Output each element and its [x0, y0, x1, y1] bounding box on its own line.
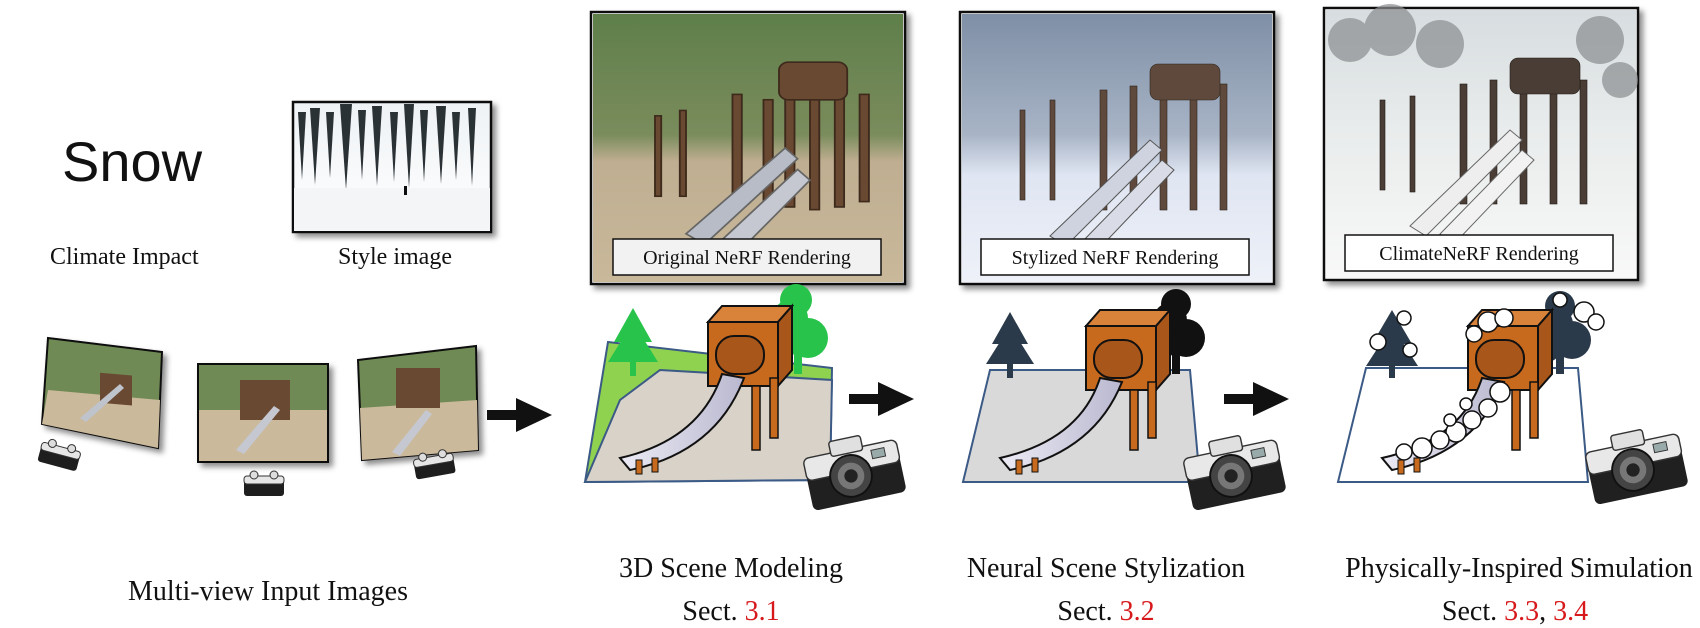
- stage-title-stylization: Neural Scene Stylization: [967, 553, 1245, 584]
- weather-word: Snow: [62, 130, 203, 193]
- stylized-rendering-panel: [958, 10, 1276, 286]
- tree-icon: [986, 312, 1034, 378]
- stage-title-modeling: 3D Scene Modeling: [619, 553, 843, 584]
- style-image: [291, 100, 493, 234]
- slide-icon: [998, 307, 1173, 475]
- stylized-rendering-caption-box: [980, 238, 1250, 276]
- climatenerf-rendering-caption: ClimateNeRF Rendering: [1379, 243, 1578, 265]
- stage-sect-simulation: Sect. 3.3, 3.4: [1442, 596, 1588, 627]
- climate-impact-label: Climate Impact: [50, 244, 199, 270]
- climatenerf-rendering-panel: [1322, 4, 1640, 282]
- slide-icon: [618, 303, 795, 475]
- tree-icon: [1366, 310, 1418, 378]
- input-view-2: [197, 363, 329, 497]
- scene-model-illustration: [583, 284, 908, 512]
- arrow-right-icon: [849, 382, 914, 416]
- input-view-1: [36, 336, 164, 472]
- camera-icon: [243, 470, 285, 497]
- simulation-illustration: [1336, 291, 1690, 506]
- climatenerf-rendering-caption-box: [1344, 234, 1614, 272]
- original-rendering-caption: Original NeRF Rendering: [643, 247, 851, 269]
- snow-clumps: [1395, 308, 1514, 461]
- style-image-label: Style image: [338, 244, 452, 270]
- stage-title-simulation: Physically-Inspired Simulation: [1345, 553, 1693, 584]
- tree-icon: [608, 308, 658, 376]
- arrow-right-icon: [1224, 382, 1289, 416]
- camera-icon: [36, 436, 83, 472]
- input-view-3: [356, 344, 480, 481]
- stage-sect-stylization: Sect. 3.2: [1057, 596, 1154, 627]
- stage-sect-modeling: Sect. 3.1: [682, 596, 779, 627]
- stylization-illustration: [961, 289, 1288, 512]
- camera-icon: [1581, 421, 1690, 506]
- arrow-right-icon: [487, 398, 552, 432]
- stylized-rendering-caption: Stylized NeRF Rendering: [1012, 247, 1219, 269]
- original-rendering-caption-box: [612, 238, 882, 276]
- stage-title-input: Multi-view Input Images: [128, 576, 408, 607]
